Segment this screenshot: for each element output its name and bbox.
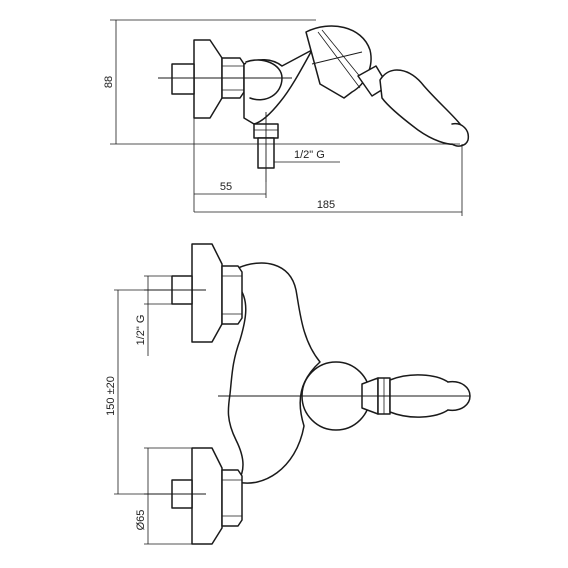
front-thread-dimension: 1/2" G	[135, 315, 147, 346]
front-bottom-hex-nut	[221, 469, 243, 527]
front-faucet-body	[227, 262, 321, 484]
side-thread-dimension: 1/2" G	[294, 149, 325, 161]
front-view: 1/2" G 150 ±20 Ø65	[105, 243, 471, 545]
side-inlet-dimension: 55	[220, 181, 232, 193]
front-spacing-dimension: 150 ±20	[105, 376, 117, 416]
side-lever-tip	[451, 122, 470, 147]
front-flange-dimension: Ø65	[135, 510, 147, 531]
side-length-dimension: 185	[317, 199, 335, 211]
front-top-hex-nut	[221, 265, 243, 325]
side-inlet-pipe	[171, 63, 195, 95]
front-bottom-flange	[191, 447, 223, 545]
side-wall-flange	[193, 39, 223, 119]
side-height-dimension: 88	[103, 76, 115, 88]
front-top-flange	[191, 243, 223, 343]
side-lever-cap	[305, 25, 372, 99]
side-lever-centerline	[311, 51, 363, 65]
side-lever-grip	[379, 69, 465, 146]
side-view: 88 1/2" G 55 185	[103, 19, 470, 216]
